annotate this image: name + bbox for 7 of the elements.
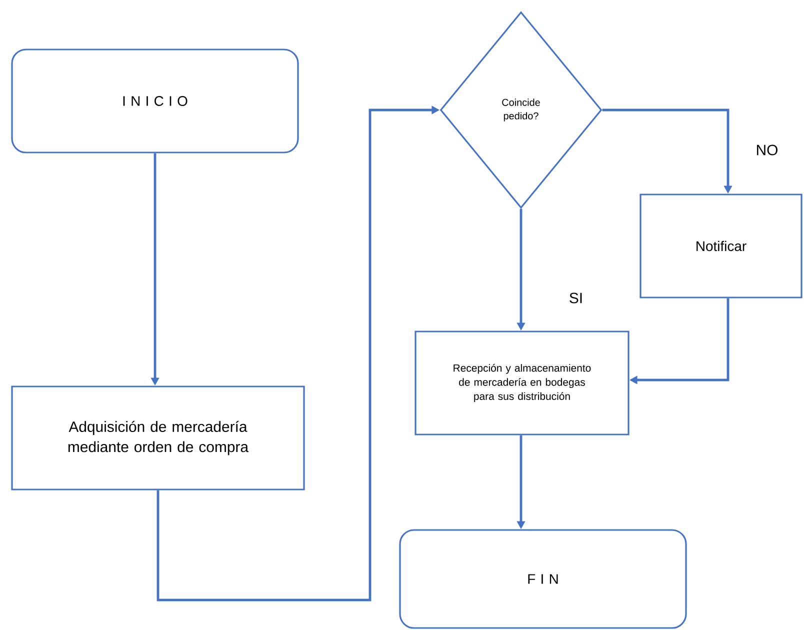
process-box: Notificar	[640, 194, 802, 298]
terminal-box: I N I C I O	[11, 48, 299, 154]
edge-label: NO	[754, 144, 780, 156]
process-box: Recepción y almacenamiento de mercadería en bodegas para sus distribución	[414, 330, 630, 436]
edge-label: SI	[568, 292, 584, 304]
terminal-box: F I N	[399, 529, 687, 629]
process-box: Adquisición de mercadería mediante orden de compra	[11, 386, 305, 490]
